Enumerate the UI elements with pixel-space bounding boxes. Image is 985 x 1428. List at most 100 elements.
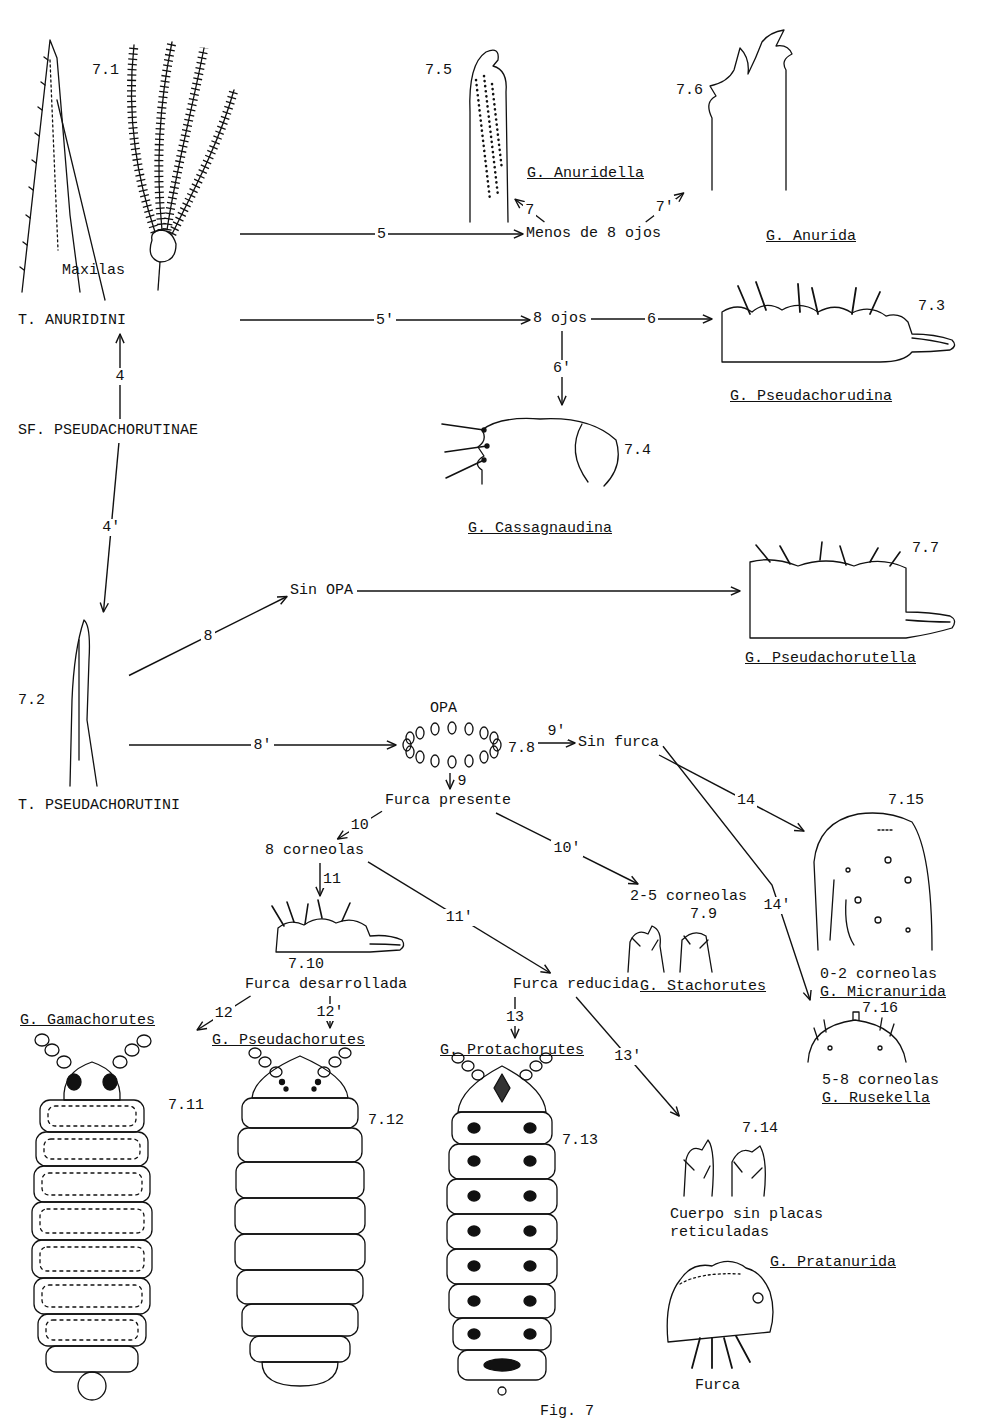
key-arrow xyxy=(446,773,454,789)
opa-figure-line xyxy=(480,751,488,763)
protachorutes-body-line xyxy=(453,1318,551,1350)
opa-figure-line xyxy=(431,755,439,767)
connector-line xyxy=(646,193,684,222)
maxilla-figure-line xyxy=(159,42,172,230)
gamachorutes-body xyxy=(32,1034,152,1400)
key-arrow xyxy=(576,997,679,1116)
genus-name: G. Anuridella xyxy=(527,165,644,183)
arrowhead xyxy=(731,587,740,595)
figure-number: 7.7 xyxy=(912,540,939,558)
opa-figure-line xyxy=(416,751,424,763)
genus-name: G. Micranurida xyxy=(820,984,946,1002)
rusekella-figure-line xyxy=(853,1012,859,1020)
protachorutes-body-line-line xyxy=(524,1261,536,1271)
opa-figure-line xyxy=(448,722,456,734)
micranurida-figure-line xyxy=(885,857,891,863)
key-node: 7.150-2 corneolasG. Micranurida xyxy=(804,788,938,954)
connector-line xyxy=(538,742,575,743)
opa-figure-line xyxy=(431,723,439,735)
furca-desarrollada-figure-line xyxy=(276,919,404,952)
key-node: 7.4G. Cassagnaudina xyxy=(436,405,656,490)
opa-figure-line xyxy=(465,723,473,735)
gamachorutes-body-line xyxy=(125,1044,139,1056)
furca-figure-line xyxy=(753,1293,763,1303)
arrowhead xyxy=(197,1022,207,1030)
furca-figure-line xyxy=(667,1261,773,1342)
key-text: 2-5 corneolas xyxy=(630,888,747,906)
cassagnaudina-figure-line xyxy=(477,418,618,486)
pseudachorutes-body xyxy=(235,1048,365,1386)
step-number: 10' xyxy=(551,840,582,857)
figure-number: 7.5 xyxy=(425,62,452,80)
key-node: 2-5 corneolas7.9G. Stachorutes xyxy=(616,884,751,974)
micranurida-figure-line xyxy=(906,928,910,932)
gamachorutes-body-line-line xyxy=(42,1285,142,1307)
step-number: 9' xyxy=(545,723,567,740)
step-number: 13 xyxy=(504,1009,526,1026)
pseudachorudina-figure-line xyxy=(912,338,948,344)
step-number: 7' xyxy=(654,199,676,216)
pseudachorutes-body-line xyxy=(235,1234,365,1270)
cassagnaudina-figure xyxy=(442,418,618,486)
arrowhead xyxy=(540,965,550,973)
key-node: 7.7G. Pseudachorutella xyxy=(740,532,960,644)
arrowhead xyxy=(387,741,396,749)
pratanurida-figure xyxy=(684,1140,765,1196)
arrowhead xyxy=(628,876,638,884)
figure-number: 7.10 xyxy=(288,956,324,974)
genus-name: G. Pseudachorutes xyxy=(212,1032,365,1050)
pseudachorutes-body-line xyxy=(249,1048,261,1058)
figure-number: 7.12 xyxy=(368,1112,404,1130)
arrowhead xyxy=(521,316,530,324)
cassagnaudina-figure-line xyxy=(482,428,486,432)
cassagnaudina-figure-line xyxy=(575,424,588,482)
protachorutes-body-line-line xyxy=(524,1329,536,1339)
pseudachorutes-body-line xyxy=(262,1362,338,1386)
connector-line xyxy=(197,996,250,1030)
maxilla-figure-line xyxy=(167,48,204,230)
opa-figure-line xyxy=(416,727,424,739)
anuridella-figure-line xyxy=(470,50,508,222)
micranurida-figure-line xyxy=(846,868,850,872)
pseudachorutes-body-line xyxy=(312,1087,316,1091)
rusekella-figure-line xyxy=(878,1046,882,1050)
pseudachorutes-body-line xyxy=(284,1087,288,1091)
figure-number: 7.15 xyxy=(888,792,924,810)
key-node: OPA7.8 xyxy=(396,697,538,773)
maxilla-figure-line xyxy=(22,40,80,292)
gamachorutes-body-line xyxy=(103,1074,117,1090)
key-text: Furca desarrollada xyxy=(245,976,407,994)
protachorutes-body-line xyxy=(452,1112,552,1144)
genus-name: G. Pseudachorutella xyxy=(745,650,916,668)
key-text: Furca reducida xyxy=(513,976,639,994)
key-node: Sin furca xyxy=(575,731,663,755)
protachorutes-body-line-line xyxy=(468,1226,480,1236)
step-number: 11' xyxy=(444,909,475,926)
protachorutes-body-line xyxy=(449,1284,555,1318)
connector-line xyxy=(663,746,810,1000)
arrowhead xyxy=(670,1106,679,1116)
maxilla-figure-line xyxy=(131,45,155,232)
arrowhead xyxy=(558,396,566,405)
gamachorutes-body-line xyxy=(38,1314,146,1346)
protachorutes-body-line-line xyxy=(524,1123,536,1133)
anuridella-figure xyxy=(470,50,508,222)
step-number: 7 xyxy=(523,202,536,219)
gamachorutes-body-line xyxy=(32,1240,152,1278)
rusekella-figure xyxy=(808,1012,906,1062)
connector-line xyxy=(659,755,804,831)
gamachorutes-body-line xyxy=(36,1132,148,1166)
stachorutes-figure-line xyxy=(680,933,712,972)
cassagnaudina-figure-line xyxy=(482,458,486,462)
key-node: G. Pseudachorutes 7.12 xyxy=(210,1028,410,1388)
gamachorutes-body-line xyxy=(113,1056,127,1068)
arrowhead xyxy=(511,1029,519,1038)
gamachorutes-body-line-line xyxy=(44,1139,140,1159)
pseudachorutini-maxilla-figure-line xyxy=(78,640,79,760)
micranurida-figure-line xyxy=(875,917,881,923)
step-number: 14' xyxy=(761,897,792,914)
key-text: Maxilas xyxy=(62,262,125,280)
gamachorutes-body-line xyxy=(78,1372,106,1400)
